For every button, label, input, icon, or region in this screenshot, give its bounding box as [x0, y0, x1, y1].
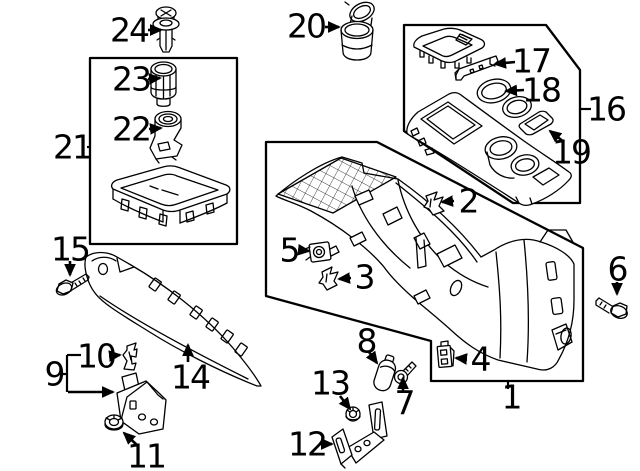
part-6-screw [595, 297, 628, 319]
part-5-clip [304, 241, 332, 263]
part-3-clip [318, 266, 339, 291]
part-20-cup-insert [340, 1, 375, 61]
part-12-bracket [331, 401, 388, 469]
box-1-outline [264, 140, 585, 383]
part-16-bezel-frame [413, 27, 486, 69]
part-4-clip [436, 340, 455, 369]
part-11-nut [104, 414, 124, 431]
part-8-cap [373, 354, 397, 392]
part-13-nut [345, 406, 361, 422]
box-21-outline [88, 56, 239, 246]
part-15-screw [55, 273, 90, 296]
part-7-screw [393, 361, 417, 385]
leader-arrows [63, 21, 623, 450]
part-9-bracket [116, 372, 167, 435]
part-24-pin [152, 6, 180, 53]
part-22-outlet-retainer [149, 110, 183, 164]
part-17-rail [454, 55, 499, 81]
part-16-finish-panel [406, 91, 572, 207]
part-10-clip [122, 342, 138, 371]
part-1-console-body [275, 156, 575, 371]
part-2-clip [423, 191, 445, 216]
part-23-power-outlet [150, 61, 177, 107]
box-16-outline [402, 23, 582, 205]
part-21-tray [110, 165, 231, 227]
part-14-side-trim-panel [84, 251, 262, 387]
part-19-mat [518, 110, 554, 136]
